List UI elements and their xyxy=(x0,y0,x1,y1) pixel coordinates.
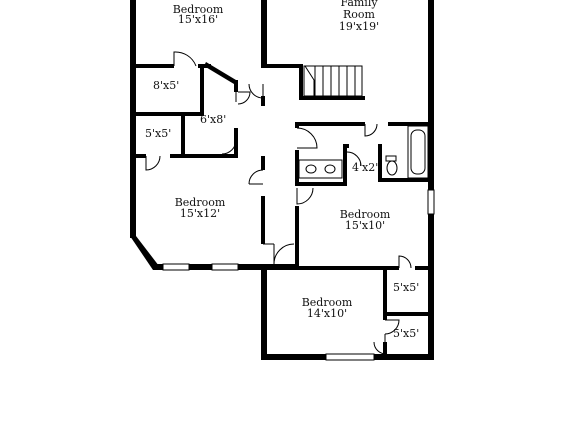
door-swings xyxy=(145,51,412,355)
interior-walls xyxy=(130,62,434,360)
bath-fixtures xyxy=(298,125,429,179)
bedroom-bottom-name: Bedroom xyxy=(301,296,353,309)
family-room-name-1: Family xyxy=(340,0,378,9)
bath-4x2-dims: 4'x2' xyxy=(352,161,379,174)
windows xyxy=(162,189,435,361)
closet-8x5-dims: 8'x5' xyxy=(153,79,180,92)
bedroom-top-dims: 15'x16' xyxy=(177,13,219,26)
bedroom-right-dims: 15'x10' xyxy=(344,219,386,232)
closet-5x5-bottom-dims: 5'x5' xyxy=(393,327,420,340)
family-room-name-2: Room xyxy=(343,8,375,21)
bedroom-right-name: Bedroom xyxy=(339,208,391,221)
closet-5x5-right-dims: 5'x5' xyxy=(393,281,420,294)
stairs xyxy=(303,65,363,97)
bedroom-top-name: Bedroom xyxy=(172,3,224,16)
hall-6x8-dims: 6'x8' xyxy=(200,113,227,126)
bedroom-bottom-dims: 14'x10' xyxy=(306,307,348,320)
family-room-dims: 19'x19' xyxy=(338,20,380,33)
closet-5x5-left-dims: 5'x5' xyxy=(145,127,172,140)
bedroom-left-name: Bedroom xyxy=(174,196,226,209)
bedroom-left-dims: 15'x12' xyxy=(179,207,221,220)
